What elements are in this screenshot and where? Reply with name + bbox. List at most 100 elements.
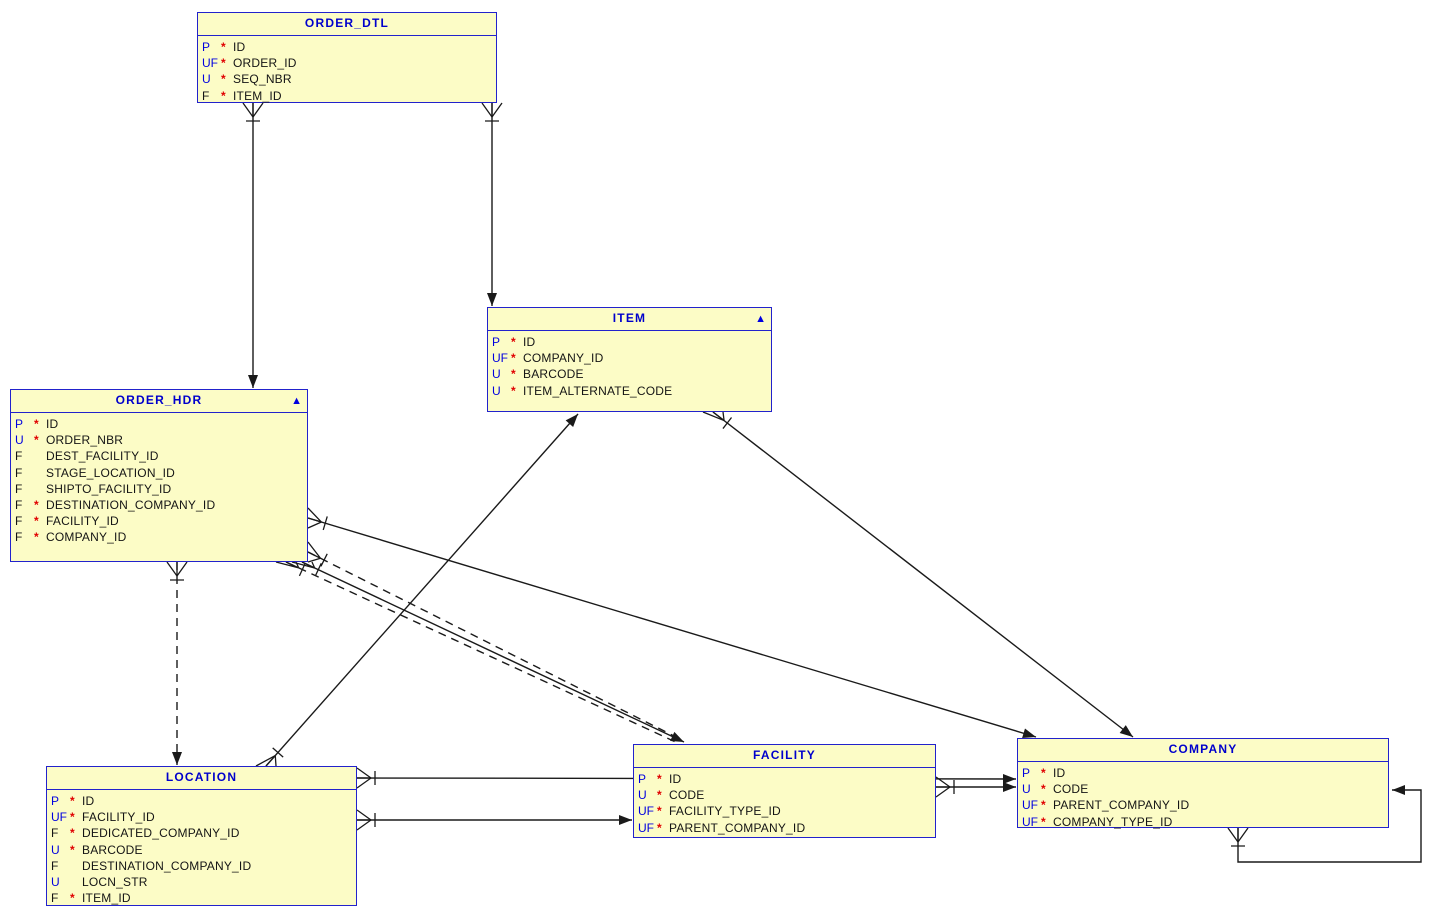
column-row[interactable]: F*DEDICATED_COMPANY_ID xyxy=(47,826,356,842)
mandatory-star: * xyxy=(34,497,39,512)
column-name: ID xyxy=(82,794,95,808)
column-row[interactable]: UF*COMPANY_ID xyxy=(488,351,771,367)
relationship-order_hdr_to_facility_dest[interactable] xyxy=(307,541,683,741)
column-name: FACILITY_ID xyxy=(46,514,119,529)
column-key-flag: F xyxy=(15,449,23,464)
arrowhead-icon xyxy=(565,414,578,428)
relationship-order_hdr_to_location_stage[interactable] xyxy=(166,561,188,765)
table-header[interactable]: ORDER_HDR▲ xyxy=(11,390,307,413)
column-key-flag: UF xyxy=(638,820,654,835)
table-title: FACILITY xyxy=(753,748,816,762)
table-title: LOCATION xyxy=(165,770,238,784)
relationship-location_to_item[interactable] xyxy=(255,413,579,767)
table-header[interactable]: ITEM▲ xyxy=(488,308,771,331)
column-row[interactable]: UF*FACILITY_TYPE_ID xyxy=(634,804,935,820)
column-row[interactable]: UF*FACILITY_ID xyxy=(47,810,356,826)
mandatory-star: * xyxy=(1041,782,1046,797)
relationship-order_dtl_to_item[interactable] xyxy=(481,102,503,306)
crow-foot-icon xyxy=(481,102,503,122)
crow-foot-icon xyxy=(356,767,376,789)
column-row[interactable]: U*BARCODE xyxy=(488,367,771,383)
column-row[interactable]: F*ITEM_ID xyxy=(198,89,496,105)
column-key-flag: F xyxy=(15,530,23,545)
column-key-flag: U xyxy=(15,433,24,448)
column-row[interactable]: P*ID xyxy=(634,772,935,788)
column-name: DESTINATION_COMPANY_ID xyxy=(46,497,216,512)
column-row[interactable]: F*COMPANY_ID xyxy=(11,530,307,546)
column-key-flag: F xyxy=(51,858,59,873)
column-row[interactable]: U*BARCODE xyxy=(47,843,356,859)
mandatory-star: * xyxy=(1041,766,1046,780)
column-row[interactable]: F*ITEM_ID xyxy=(47,891,356,907)
table-header[interactable]: ORDER_DTL xyxy=(198,13,496,36)
column-row[interactable]: UF*PARENT_COMPANY_ID xyxy=(634,821,935,837)
relationship-order_hdr_to_company[interactable] xyxy=(307,507,1037,739)
collapse-triangle-icon[interactable]: ▲ xyxy=(291,395,302,407)
column-name: DEST_FACILITY_ID xyxy=(46,449,159,464)
table-header[interactable]: FACILITY xyxy=(634,745,935,768)
crow-foot-icon xyxy=(291,561,322,577)
column-name: COMPANY_ID xyxy=(523,351,604,366)
mandatory-star: * xyxy=(34,433,39,448)
column-row[interactable]: U * ORDER_NBR xyxy=(11,433,307,449)
column-key-flag: P xyxy=(202,40,211,54)
column-name: ORDER_NBR xyxy=(46,433,124,448)
column-row[interactable]: U*SEQ_NBR xyxy=(198,72,496,88)
column-row[interactable]: F*FACILITY_ID xyxy=(11,514,307,530)
column-row[interactable]: U*CODE xyxy=(634,788,935,804)
crow-foot-icon xyxy=(356,809,376,831)
column-row[interactable]: UF*COMPANY_TYPE_ID xyxy=(1018,815,1388,831)
column-key-flag: UF xyxy=(202,56,218,71)
crow-foot-icon xyxy=(702,411,733,429)
column-row[interactable]: P*ID xyxy=(198,40,496,56)
column-row[interactable]: F*DESTINATION_COMPANY_ID xyxy=(11,498,307,514)
crow-foot-icon xyxy=(275,561,306,577)
mandatory-star: * xyxy=(511,351,516,366)
column-key-flag: P xyxy=(638,772,647,786)
column-name: PARENT_COMPANY_ID xyxy=(1053,798,1190,813)
column-row[interactable]: U*ITEM_ALTERNATE_CODE xyxy=(488,384,771,400)
column-key-flag: P xyxy=(492,335,501,349)
table-header[interactable]: COMPANY xyxy=(1018,739,1388,762)
column-row[interactable]: UF*PARENT_COMPANY_ID xyxy=(1018,798,1388,814)
column-key-flag: F xyxy=(51,891,59,906)
column-name: ID xyxy=(233,40,246,54)
table-header[interactable]: LOCATION xyxy=(47,767,356,790)
collapse-triangle-icon[interactable]: ▲ xyxy=(755,313,766,325)
relationship-company_self_reference[interactable] xyxy=(1227,785,1422,863)
column-name: ITEM_ID xyxy=(82,891,131,906)
arrowhead-icon xyxy=(172,752,182,765)
column-row[interactable]: U*CODE xyxy=(1018,782,1388,798)
relationship-item_to_company[interactable] xyxy=(702,411,1134,738)
mandatory-star: * xyxy=(34,417,39,431)
column-row[interactable]: P*ID xyxy=(488,335,771,351)
column-row[interactable]: P*ID xyxy=(11,417,307,433)
column-name: ID xyxy=(1053,766,1066,780)
column-row[interactable]: P*ID xyxy=(1018,766,1388,782)
mandatory-star: * xyxy=(511,367,516,382)
relationship-facility_to_company_parent[interactable] xyxy=(935,776,1016,798)
column-key-flag: U xyxy=(638,788,647,803)
column-key-flag: UF xyxy=(1022,814,1038,829)
column-row[interactable]: F DEST_FACILITY_ID xyxy=(11,449,307,465)
relationship-location_to_facility[interactable] xyxy=(356,809,632,831)
relationship-order_hdr_to_facility[interactable] xyxy=(291,561,685,743)
column-row[interactable]: UF*ORDER_ID xyxy=(198,56,496,72)
relationship-order_dtl_to_order_hdr[interactable] xyxy=(242,102,264,388)
column-row[interactable]: P*ID xyxy=(47,794,356,810)
relationship-order_hdr_to_facility_shipto[interactable] xyxy=(275,561,681,745)
column-key-flag: UF xyxy=(51,810,67,825)
